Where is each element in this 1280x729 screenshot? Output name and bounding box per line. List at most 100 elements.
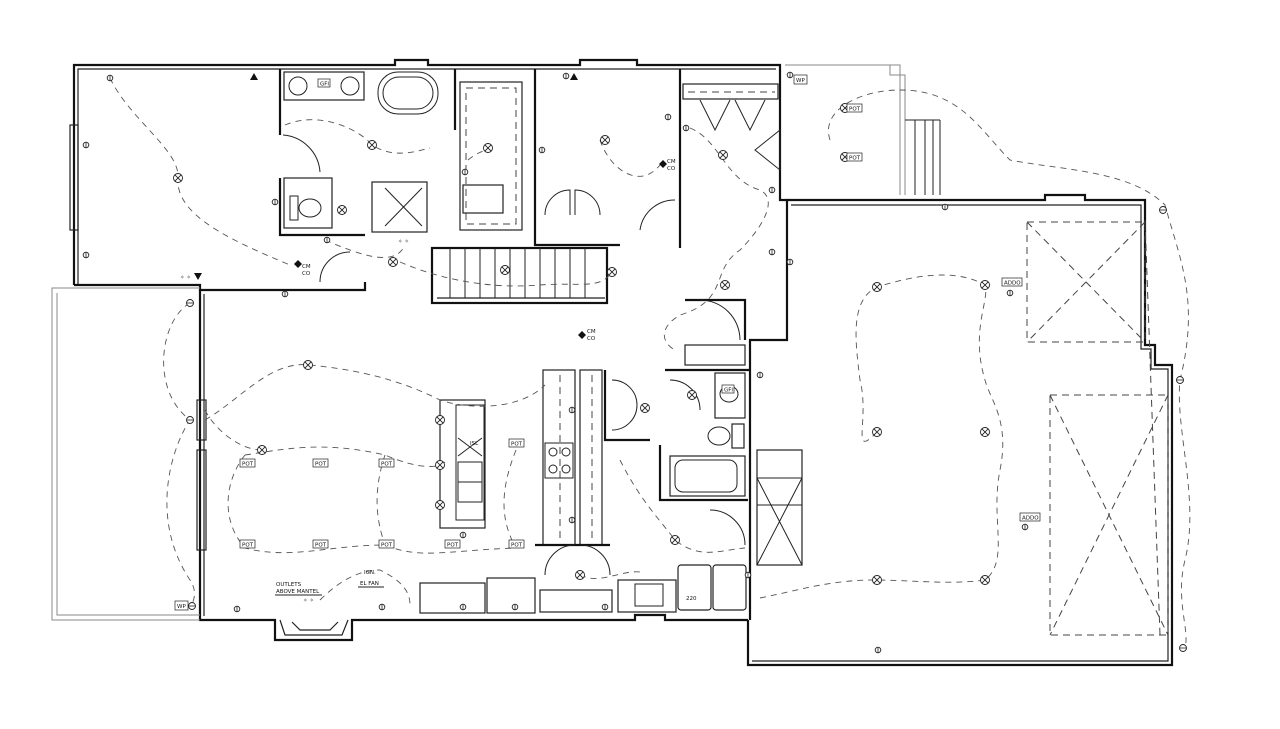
pot-label: POT: [242, 462, 254, 468]
mudroom-sink-cabinet: [617, 579, 677, 613]
light-fixture: [388, 257, 398, 267]
outlet-symbol: [271, 198, 279, 206]
garage-wall-inner: [752, 204, 1169, 662]
outlet-symbol: [461, 168, 469, 176]
soaking-tub: [377, 71, 439, 115]
pot-label: POT: [381, 462, 393, 468]
light-fixture: [980, 427, 990, 437]
kitchen-door-left: [544, 544, 576, 576]
switch-icon: ✧ ✧: [303, 597, 314, 604]
bedroom-door: [319, 251, 351, 283]
dryer: [712, 564, 747, 611]
outlet-symbol: [601, 603, 609, 611]
bath2-tub: [669, 455, 746, 497]
light-fixture: [980, 575, 990, 585]
bath2-door: [709, 509, 746, 546]
deck-outline-inner: [56, 293, 200, 616]
outlet-symbol: [378, 603, 386, 611]
light-fixture: [337, 205, 347, 215]
gfi-label: GFI: [320, 82, 329, 88]
pot-label: POT: [849, 156, 861, 162]
addo-label: ADDO: [1004, 281, 1021, 287]
bath2-toilet: [707, 426, 731, 446]
island-label: ISL: [470, 441, 479, 447]
double-vanity: [283, 71, 365, 101]
outlet-symbol: [568, 516, 576, 524]
outlet-symbol: [1179, 644, 1187, 652]
garage-steps: [756, 449, 803, 566]
west-window-2: [196, 399, 207, 441]
pot-label: POT: [447, 543, 459, 549]
outlet-symbol: [186, 416, 194, 424]
switch-icon: ✧ ✧: [398, 238, 409, 245]
light-fixture: [483, 143, 493, 153]
outlet-symbol: [233, 605, 241, 613]
switch-icon: ✧ ✧: [180, 274, 191, 281]
bath-door: [282, 134, 321, 173]
porch-post: [889, 65, 906, 195]
west-window-3: [196, 449, 207, 551]
addo-label: ADDO: [1022, 516, 1039, 522]
closet-door-left: [544, 189, 571, 216]
light-fixture: [670, 535, 680, 545]
outlet-symbol: [562, 72, 570, 80]
hall-cabinet: [684, 344, 746, 366]
outlet-symbol: [786, 71, 794, 79]
light-fixture: [872, 427, 882, 437]
ign-label: IGN.: [364, 570, 376, 576]
light-fixture: [640, 403, 650, 413]
cm-sub-label: CO: [587, 336, 596, 342]
220v-label: 220: [686, 596, 697, 602]
bedroom2-door: [639, 199, 676, 231]
exterior-walls: [51, 58, 1174, 667]
light-fixture: [980, 280, 990, 290]
closet-door-right: [574, 189, 601, 216]
washer: [677, 564, 712, 611]
kitchen-wall-right: [579, 369, 603, 546]
light-fixture: [435, 415, 445, 425]
fridge: [486, 577, 536, 614]
outlet-symbol: [768, 186, 776, 194]
fan-label: EL FAN: [360, 581, 379, 587]
outlet-symbol: [1006, 289, 1014, 297]
light-fixture: [435, 460, 445, 470]
closet-bifold-2: [734, 99, 766, 132]
kitchen-door-right: [579, 544, 611, 576]
pot-label: POT: [242, 543, 254, 549]
bath2-west: [658, 445, 748, 502]
light-fixture: [687, 390, 697, 400]
light-fixture: [500, 265, 510, 275]
pot-label: POT: [511, 543, 523, 549]
outlet-symbol: [82, 141, 90, 149]
outlets-note-line1: OUTLETS: [276, 582, 302, 588]
wall-bedroom2-west: [533, 69, 620, 247]
kitchen-island: [439, 399, 486, 529]
cm-sub-label: CO: [302, 271, 311, 277]
garage-doors: [1026, 219, 1169, 636]
outlet-symbol: [874, 646, 882, 654]
light-fixture: [872, 282, 882, 292]
pot-label: POT: [315, 462, 327, 468]
outlets: [82, 71, 1187, 654]
shower: [371, 181, 428, 233]
warning-triangle-icon: [570, 73, 578, 80]
west-window: [69, 124, 79, 231]
smoke-detector-icon: [659, 160, 667, 168]
outlet-symbol: [1021, 523, 1029, 531]
warning-triangle-icon: [194, 273, 202, 280]
outlet-symbol: [941, 203, 949, 211]
wc-toilet: [298, 198, 322, 218]
outlet-symbol: [106, 74, 114, 82]
light-fixture: [303, 360, 313, 370]
outlet-symbol: [186, 299, 194, 307]
outlet-symbol: [538, 146, 546, 154]
closet-bifold: [699, 99, 731, 132]
light-fixture: [257, 445, 267, 455]
outlet-symbol: [1176, 376, 1184, 384]
counter-b: [539, 589, 613, 613]
wp-label: WP: [796, 78, 805, 84]
outlet-symbol: [82, 251, 90, 259]
detectors: [194, 73, 667, 339]
bath2-entry-door: [669, 379, 701, 411]
light-fixture: [600, 135, 610, 145]
